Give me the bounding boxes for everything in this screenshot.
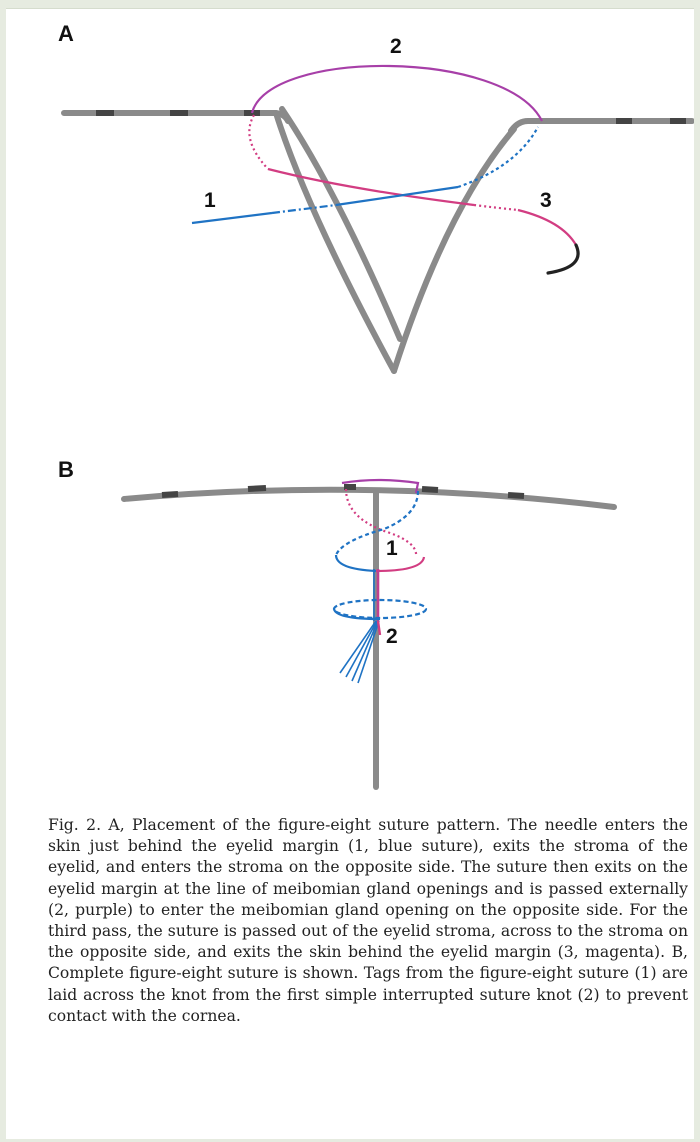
wedge-left-edge bbox=[276, 113, 394, 371]
eyelid-margin-right bbox=[511, 121, 692, 131]
blue-suture-hidden bbox=[272, 205, 336, 213]
blue-loop-lower bbox=[334, 600, 426, 618]
wedge-right-edge bbox=[394, 129, 514, 371]
blue-loop-upper bbox=[336, 555, 376, 571]
label-pass-3: 3 bbox=[540, 189, 552, 212]
figure-illustration: A bbox=[6, 9, 694, 809]
magenta-suture-dotted-segment bbox=[474, 205, 518, 210]
eyelid-margin-curve bbox=[124, 490, 614, 507]
label-knot: 2 bbox=[386, 625, 398, 648]
figure-caption: Fig. 2. A, Placement of the figure-eight… bbox=[48, 815, 688, 1027]
figure-page: A bbox=[6, 8, 694, 1139]
magenta-loop-upper bbox=[376, 557, 424, 571]
magenta-cross-dotted bbox=[346, 489, 416, 557]
magenta-suture-hidden bbox=[249, 115, 268, 169]
blue-suture-exit-dotted bbox=[458, 127, 538, 187]
panel-b: B bbox=[58, 457, 614, 787]
blue-suture-through-stroma bbox=[336, 187, 458, 205]
magenta-suture-tail bbox=[518, 210, 576, 245]
panel-b-letter: B bbox=[58, 457, 74, 482]
label-pass-2: 2 bbox=[390, 35, 402, 58]
purple-suture-pass-2 bbox=[252, 66, 542, 121]
label-pass-1: 1 bbox=[204, 189, 216, 212]
wedge-inner-edge bbox=[282, 109, 400, 339]
needle-icon bbox=[548, 245, 578, 273]
panel-a-letter: A bbox=[58, 21, 74, 46]
panel-a: A bbox=[58, 21, 692, 371]
blue-suture-pass-1 bbox=[192, 213, 272, 223]
label-tags: 1 bbox=[386, 537, 398, 560]
